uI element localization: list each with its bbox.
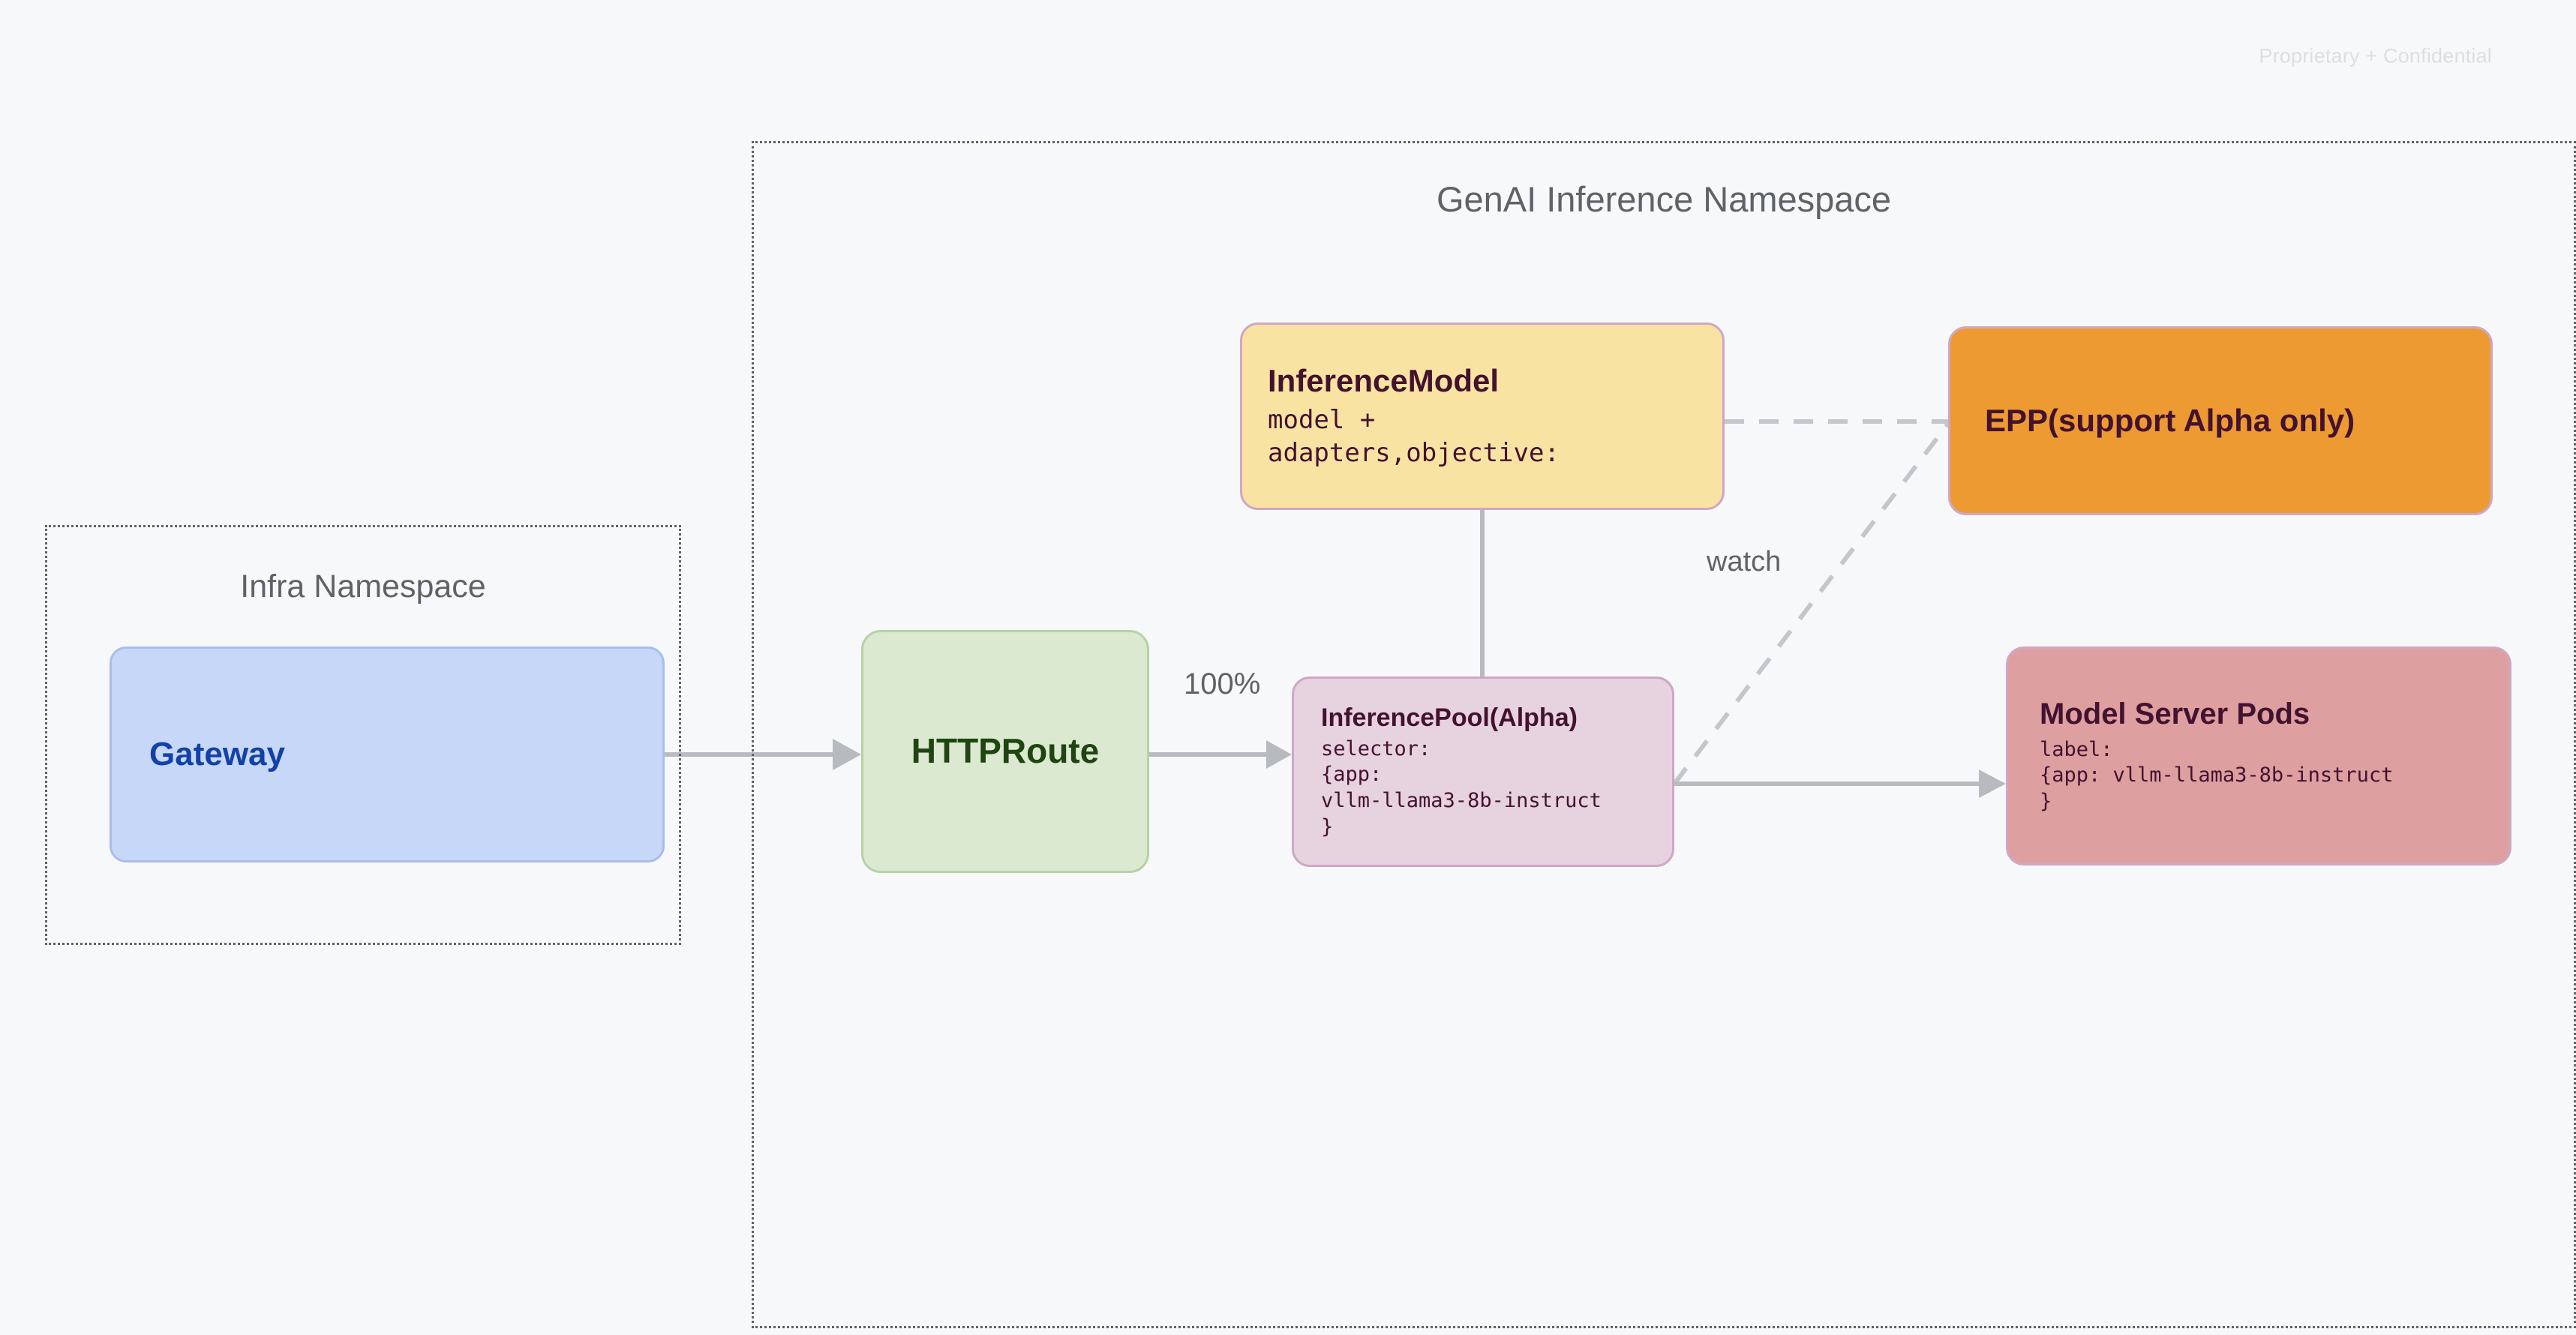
node-inference-model-spec: model + adapters,objective: [1268,405,1560,468]
node-httproute-title: HTTPRoute [911,731,1100,771]
node-inference-pool-title: InferencePool(Alpha) [1321,703,1578,732]
node-model-server-pods-title: Model Server Pods [2040,697,2310,730]
edge-label-100-percent: 100% [1184,668,1261,700]
node-epp[interactable]: EPP(support Alpha only) [1948,326,2493,515]
confidentiality-watermark: Proprietary + Confidential [2259,44,2492,68]
namespace-genai-title: GenAI Inference Namespace [1436,179,1892,219]
node-gateway-title: Gateway [149,736,285,773]
node-model-server-pods[interactable]: Model Server Pods label: {app: vllm-llam… [2006,646,2511,866]
node-inference-pool[interactable]: InferencePool(Alpha) selector: {app: vll… [1292,676,1674,867]
node-httproute[interactable]: HTTPRoute [861,630,1149,873]
namespace-infra: Infra Namespace [45,525,681,945]
node-inference-model[interactable]: InferenceModel model + adapters,objectiv… [1240,322,1725,510]
node-gateway[interactable]: Gateway [110,646,665,862]
node-epp-title: EPP(support Alpha only) [1985,403,2355,439]
namespace-infra-title: Infra Namespace [240,568,486,604]
node-inference-pool-spec: selector: {app: vllm-llama3-8b-instruct … [1321,736,1602,838]
namespace-genai-inference: GenAI Inference Namespace [752,141,2576,1328]
edge-label-watch: watch [1707,546,1782,578]
node-model-server-pods-spec: label: {app: vllm-llama3-8b-instruct } [2040,737,2394,813]
node-inference-model-title: InferenceModel [1268,362,1500,398]
